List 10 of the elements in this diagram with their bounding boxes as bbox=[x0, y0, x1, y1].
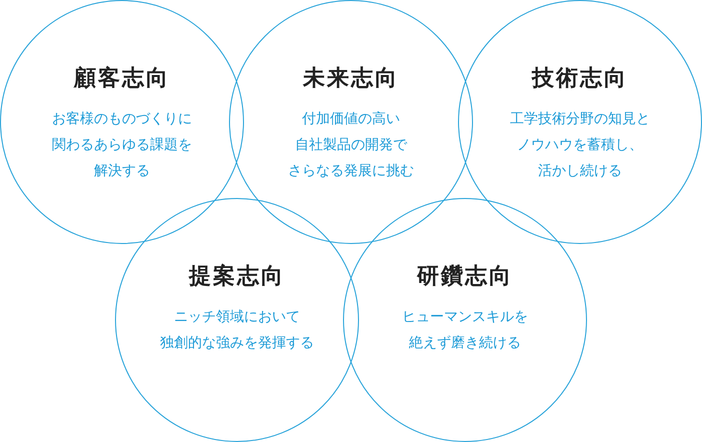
circle-title: 顧客志向 bbox=[74, 64, 170, 92]
circle-description: 工学技術分野の知見とノウハウを蓄積し、活かし続ける bbox=[510, 109, 650, 180]
circle-title: 未来志向 bbox=[303, 64, 399, 92]
circle-description: 付加価値の高い自社製品の開発でさらなる発展に挑む bbox=[288, 109, 414, 180]
circle-description: ヒューマンスキルを絶えず磨き続ける bbox=[402, 307, 528, 352]
circle-description: お客様のものづくりに関わるあらゆる課題を解決する bbox=[52, 109, 192, 180]
circle-title: 研鑽志向 bbox=[417, 262, 513, 290]
circle-description: ニッチ領域において独創的な強みを発揮する bbox=[160, 307, 314, 352]
circle-title: 提案志向 bbox=[189, 262, 285, 290]
circle-title: 技術志向 bbox=[532, 64, 628, 92]
